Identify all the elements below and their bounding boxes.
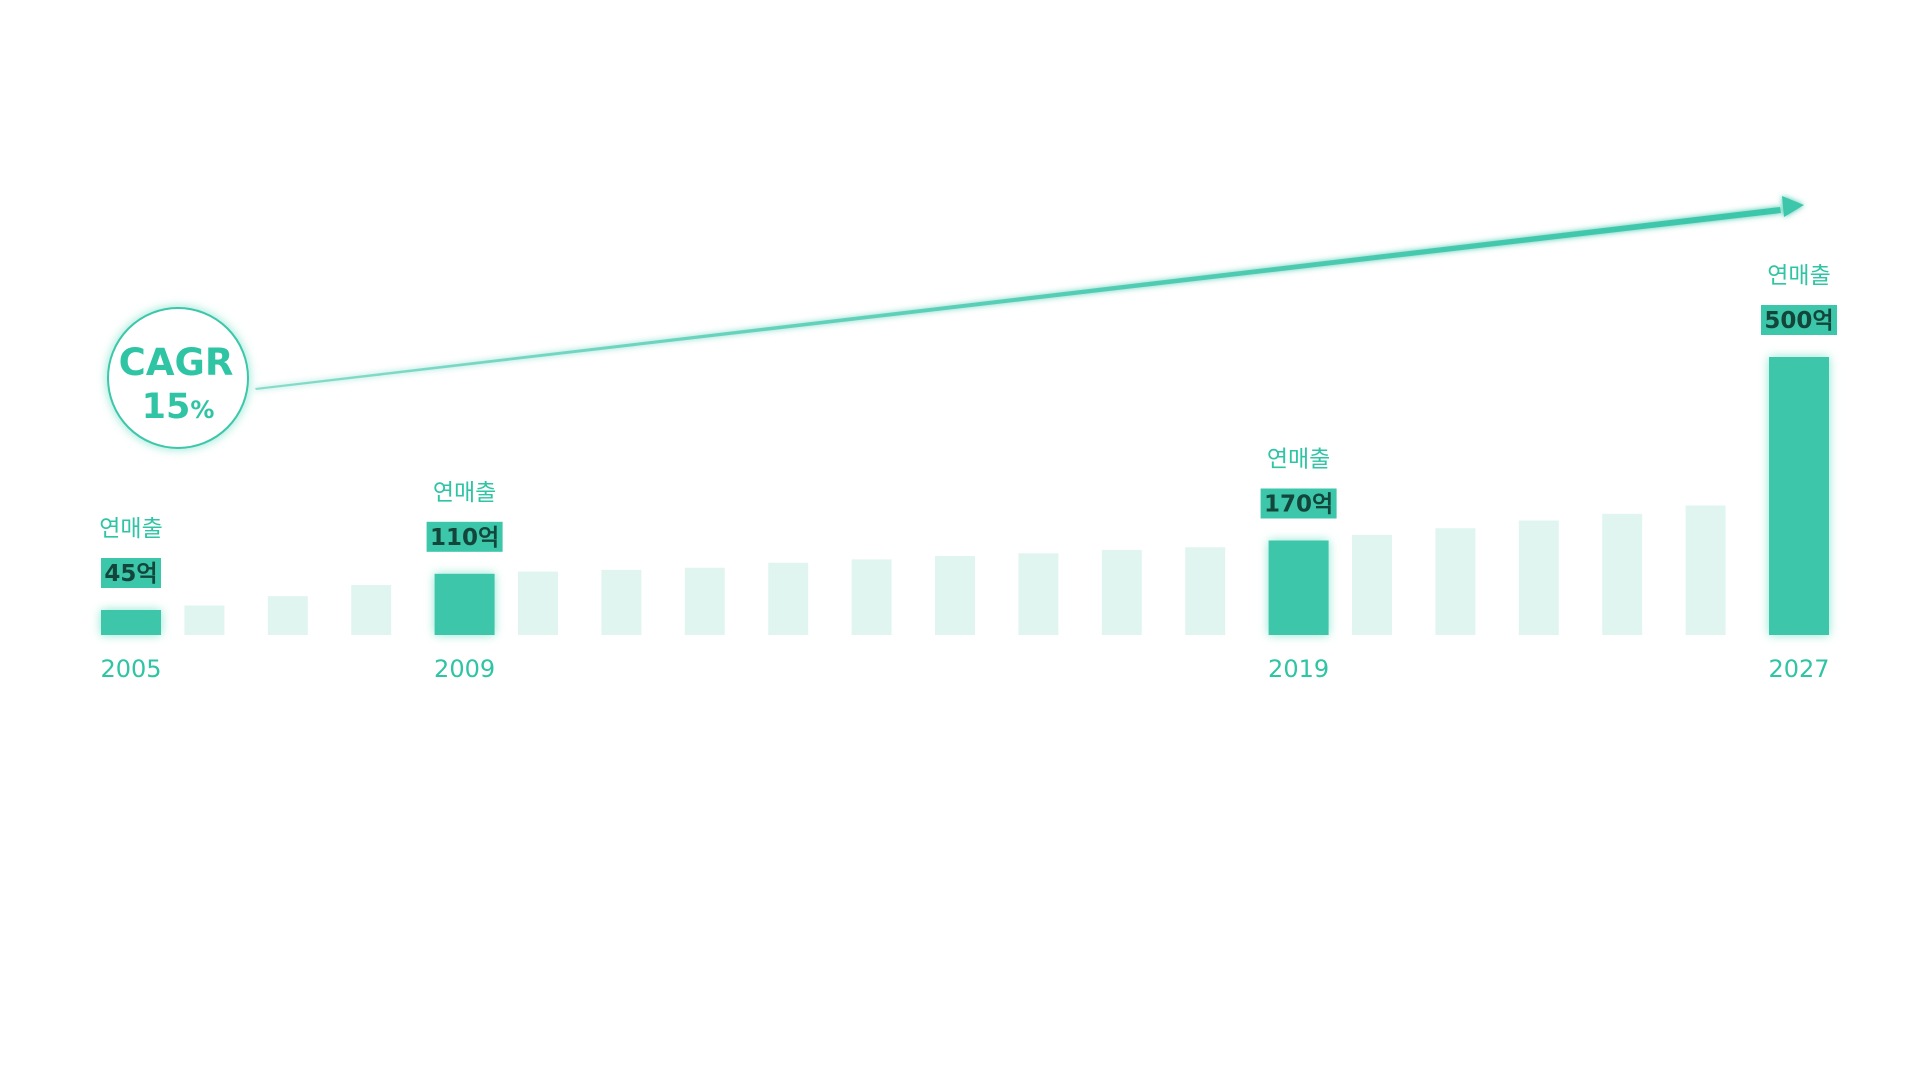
trend-arrow-head [1782,196,1804,217]
bar-labels: 2005 연매출 45억 2009 연매출 110억 2019 연매출 170억 2027 연매출 5… [99,263,1837,683]
bar-highlight-2009 [434,573,495,635]
trend-arrow-shaft [255,207,1781,390]
value-label-bg-2027 [1761,305,1837,335]
bar-2018 [1185,547,1226,635]
bar-highlight-2019 [1268,540,1329,635]
trend-arrow [255,196,1804,390]
cagr-label: CAGR [119,341,234,384]
bar-2024 [1685,505,1726,635]
sales-caption-2009: 연매출 [433,480,496,506]
bar-2023 [1602,513,1643,635]
sales-caption-2027: 연매출 [1767,263,1830,289]
value-label-bg-2009 [426,521,503,552]
bar-2017 [1101,549,1142,635]
value-label-2019: 170억 [1264,492,1333,518]
year-label-2005: 2005 [100,655,161,683]
bar-highlight-2005 [101,610,161,635]
sales-caption-2019: 연매출 [1267,447,1330,473]
bar-2014 [851,559,892,635]
bar-2022 [1518,520,1559,635]
bar-highlight-2025 [1769,357,1829,635]
bar-2021 [1435,528,1476,635]
bar-2016 [1018,553,1059,635]
bar-2013 [768,562,809,635]
value-label-2027: 500억 [1764,308,1833,334]
bar-2011 [601,569,642,635]
bars [101,357,1829,635]
year-label-2027: 2027 [1768,655,1829,683]
cagr-value: 15% [142,387,215,427]
cagr-circle [107,307,249,449]
bar-2008 [351,585,392,635]
value-label-2005: 45억 [104,561,157,587]
value-label-bg-2019 [1260,488,1337,519]
bar-2010 [518,571,558,635]
bar-2007 [267,596,308,635]
value-label-bg-2005 [101,558,161,588]
bar-2020 [1352,534,1392,635]
bar-2012 [684,567,725,635]
sales-caption-2005: 연매출 [99,516,162,542]
bar-2006 [184,605,225,635]
cagr-badge: CAGR 15% [107,307,249,449]
value-label-2009: 110억 [430,525,499,551]
bar-2015 [935,556,975,635]
year-label-2019: 2019 [1268,655,1329,683]
year-label-2009: 2009 [434,655,495,683]
